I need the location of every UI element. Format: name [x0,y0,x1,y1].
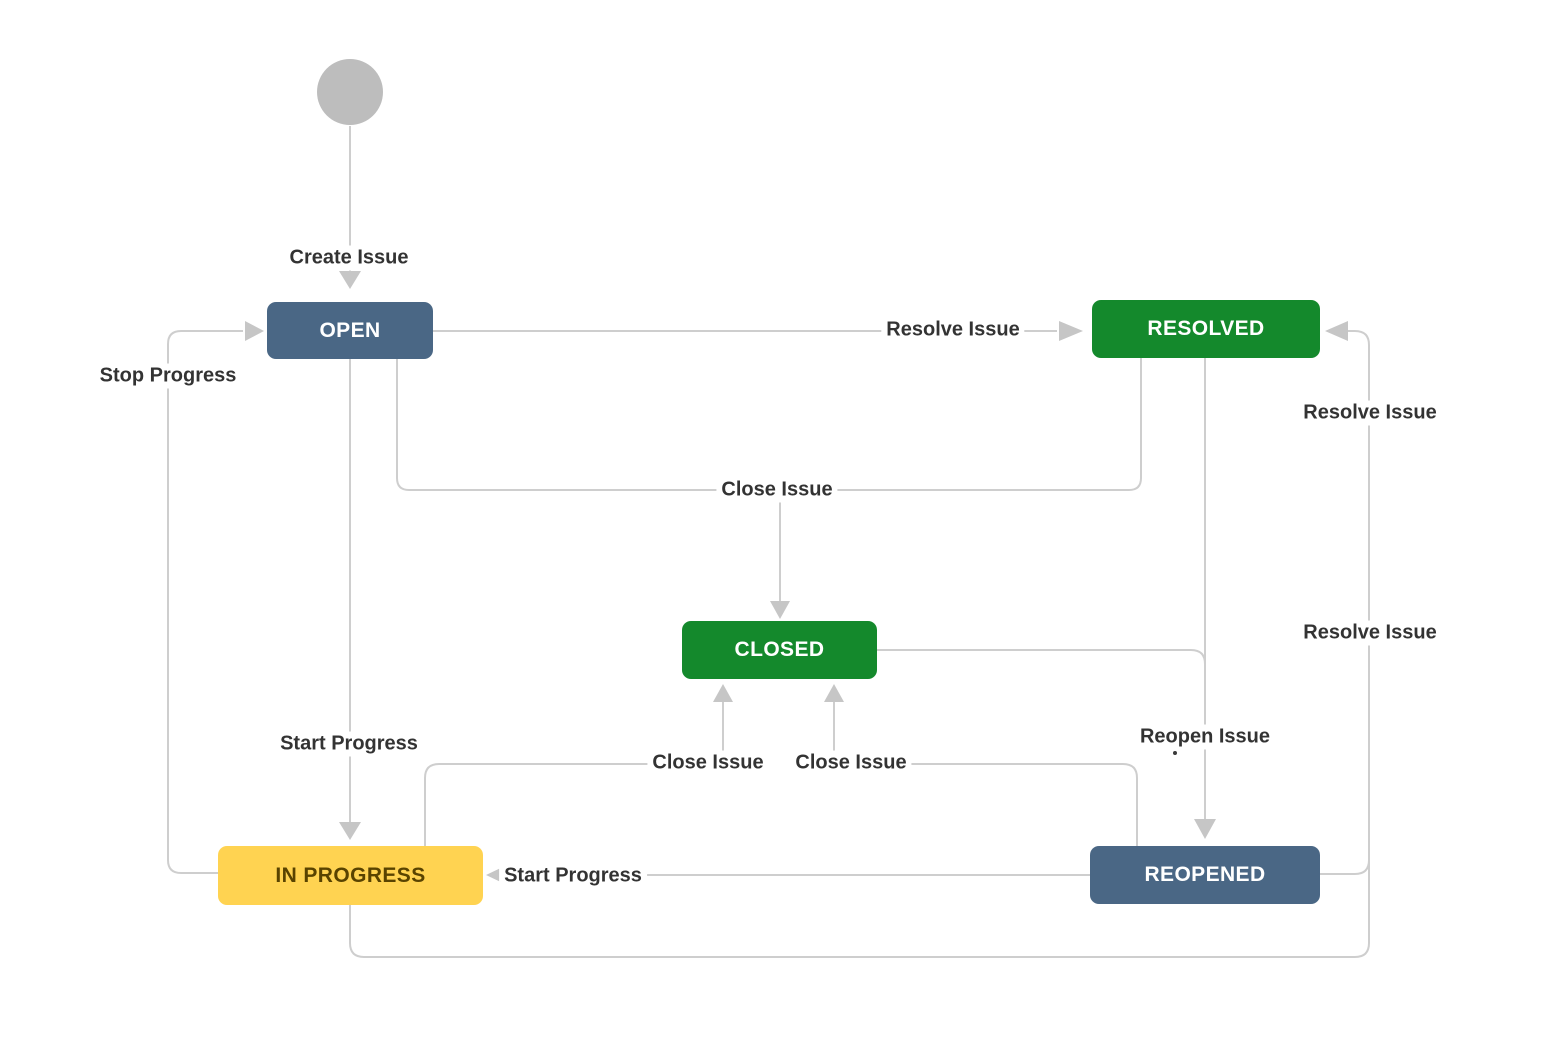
transition-label-close-issue-in-progress[interactable]: Close Issue [647,750,769,776]
transition-label-create-issue[interactable]: Create Issue [284,245,414,271]
transition-label-resolve-issue-open[interactable]: Resolve Issue [881,317,1025,343]
arrowhead-into-resolved-right [1325,321,1348,341]
transition-label-start-progress-open[interactable]: Start Progress [275,731,423,757]
edge-close-issue-reopened [833,702,1138,846]
edge-resolve-issue-in-progress-join [349,905,1370,958]
transition-label-stop-progress[interactable]: Stop Progress [94,363,242,389]
arrowhead-into-in-progress-top [339,822,361,840]
arrowhead-into-reopened-top [1194,819,1216,839]
start-node-circle[interactable] [317,59,383,125]
arrowhead-into-resolved-left [1059,321,1083,341]
arrowhead-into-closed-bottom-left [713,684,733,702]
edge-close-issue-in-progress [424,702,724,846]
arrowhead-into-open-top [339,271,361,289]
edge-resolve-issue-reopened-join [1320,859,1370,875]
status-node-resolved[interactable]: RESOLVED [1092,300,1320,358]
edge-reopen-issue-closed-join [877,649,1206,665]
edge-stop-progress [167,330,243,874]
status-node-open[interactable]: OPEN [267,302,433,359]
arrowhead-into-open-left [245,321,264,341]
edge-close-issue-merged-rail [396,358,1142,491]
reopen-issue-stray-dot [1173,751,1177,755]
transition-label-close-issue-reopened[interactable]: Close Issue [790,750,912,776]
status-node-closed[interactable]: CLOSED [682,621,877,679]
arrowhead-into-closed-top [770,601,790,619]
transition-label-close-issue-merged[interactable]: Close Issue [716,477,838,503]
transition-label-reopen-issue[interactable]: Reopen Issue [1134,724,1276,750]
status-node-reopened[interactable]: REOPENED [1090,846,1320,904]
arrowhead-into-closed-bottom-right [824,684,844,702]
transition-label-resolve-issue-right-upper[interactable]: Resolve Issue [1298,400,1442,426]
transition-label-resolve-issue-right-lower[interactable]: Resolve Issue [1298,620,1442,646]
transition-label-start-progress-reopened[interactable]: Start Progress [499,863,647,889]
edge-resolve-issue-right-rail [1348,330,1370,943]
status-node-in-progress[interactable]: IN PROGRESS [218,846,483,905]
